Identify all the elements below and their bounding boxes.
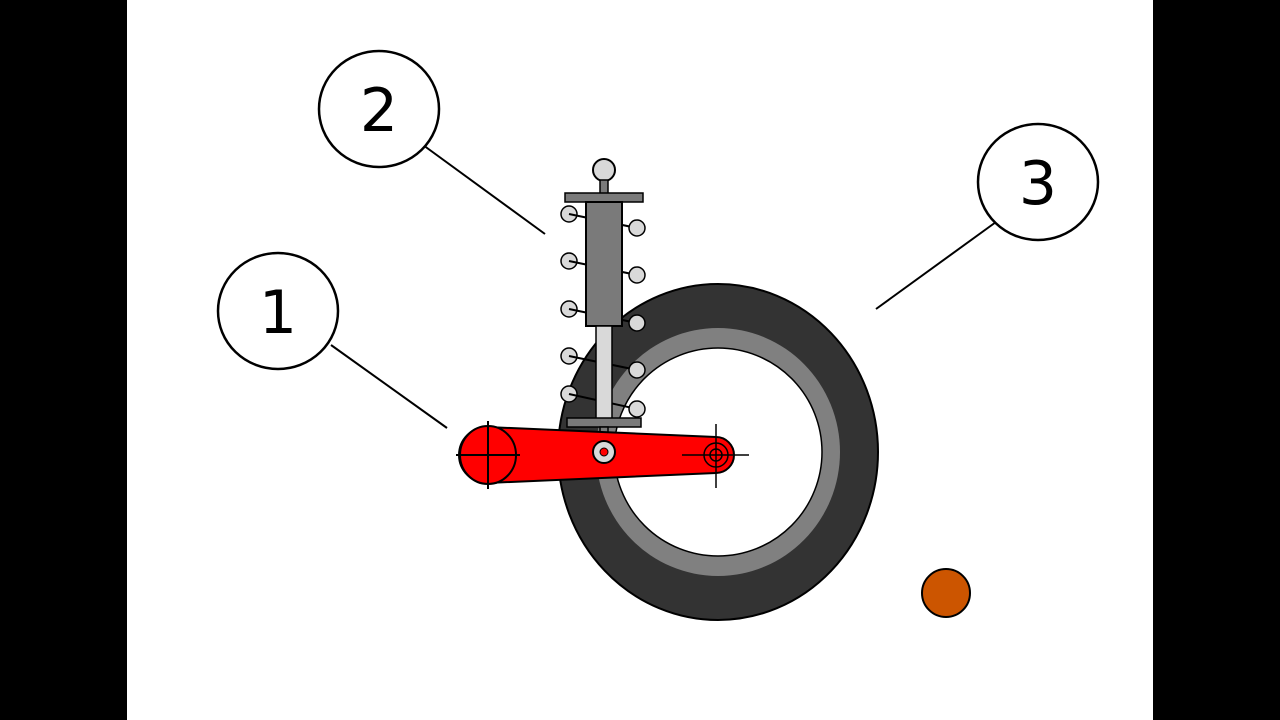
top-mount-stem	[599, 179, 609, 195]
diagram-frame: 1 2 3	[127, 0, 1153, 720]
lower-spring-seat	[566, 417, 642, 428]
orange-circle-marker	[921, 568, 971, 618]
callout-1: 1	[216, 251, 340, 371]
control-arm	[456, 421, 749, 489]
leader-lines	[330, 144, 997, 429]
callout-1-label: 1	[259, 278, 297, 348]
outer-pivot	[682, 424, 749, 488]
callout-2-label: 2	[360, 76, 398, 146]
top-mount-eye	[592, 158, 616, 182]
callout-3: 3	[976, 122, 1100, 242]
suspension-diagram: 1 2 3	[216, 49, 1100, 621]
inner-pivot	[456, 421, 520, 489]
callout-3-label: 3	[1019, 149, 1057, 219]
leader-line-3	[875, 221, 997, 310]
leader-line-1	[330, 344, 448, 429]
spring-coils-left	[560, 205, 578, 403]
callout-2: 2	[317, 49, 441, 169]
shock-lower-bolt	[599, 447, 609, 457]
leader-line-2	[422, 144, 546, 235]
damper-body	[585, 201, 623, 327]
piston-rod	[595, 325, 613, 421]
upper-spring-seat	[564, 192, 644, 203]
spring-coils-right	[628, 219, 646, 418]
shock-absorber	[560, 158, 646, 440]
